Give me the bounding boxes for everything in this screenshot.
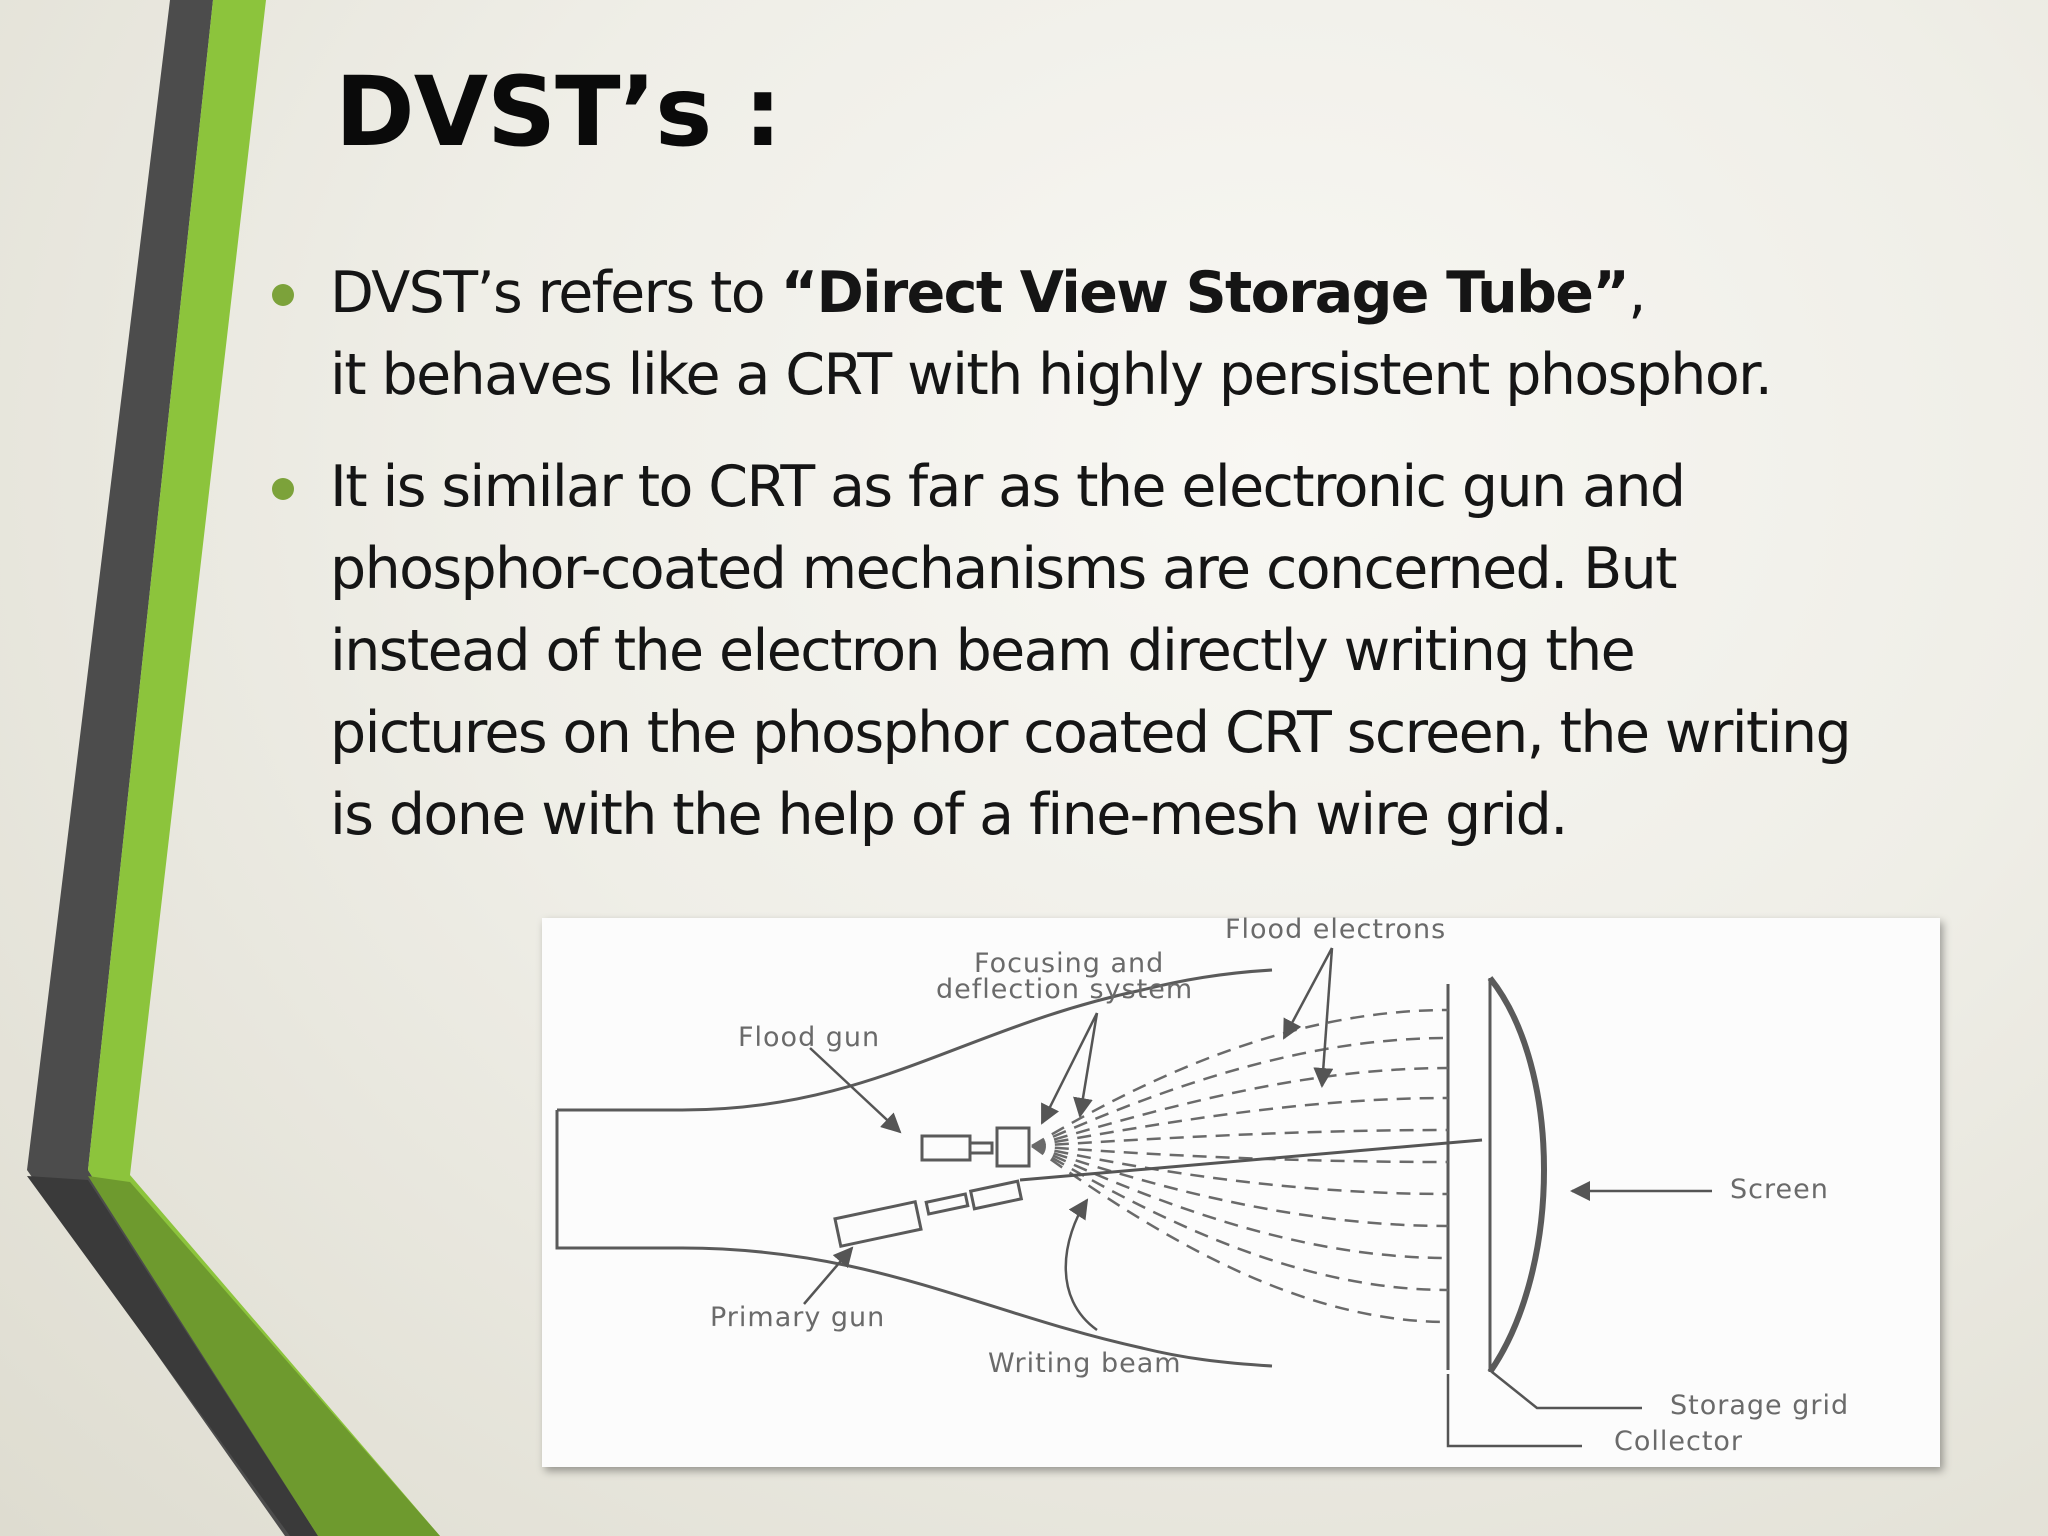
label-collector: Collector xyxy=(1614,1426,1744,1457)
leader-arrow xyxy=(1064,1198,1098,1332)
label-primary-gun: Primary gun xyxy=(710,1302,886,1333)
dark-stripe xyxy=(27,0,318,1536)
flood-electron-path xyxy=(1031,1144,1449,1292)
flood-electron-path xyxy=(1031,1066,1449,1148)
bullet-item: It is similar to CRT as far as the elect… xyxy=(272,446,1970,856)
screen-curve xyxy=(1487,976,1547,1374)
lower-dark-band xyxy=(27,1176,318,1536)
primary-gun-shape xyxy=(924,1192,970,1216)
bullet-line: pictures on the phosphor coated CRT scre… xyxy=(330,700,1852,766)
leader-arrow xyxy=(1313,947,1334,1088)
bullet-dot-icon xyxy=(272,284,294,306)
writing-beam-line xyxy=(1019,1138,1483,1182)
flood-gun-shape xyxy=(995,1126,1031,1168)
label-focusing-line2: deflection system xyxy=(936,974,1194,1005)
label-flood-gun: Flood gun xyxy=(738,1022,881,1053)
slide-title: DVST’s : xyxy=(335,56,782,168)
bullet-dot-icon xyxy=(272,478,294,500)
leader-arrow xyxy=(809,1047,902,1134)
bullet-line: phosphor-coated mechanisms are concerned… xyxy=(330,536,1678,602)
tube-body-outline xyxy=(681,968,1273,1112)
leader-arrow xyxy=(1040,1012,1099,1125)
green-stripe xyxy=(88,0,440,1536)
flood-gun-shape xyxy=(920,1134,972,1162)
label-focusing-line1: Focusing and xyxy=(974,948,1165,979)
leader-arrow xyxy=(1073,1012,1099,1118)
bullet-item: DVST’s refers to “Direct View Storage Tu… xyxy=(272,252,1970,416)
flood-electron-path xyxy=(1031,1128,1449,1148)
bullet-list: DVST’s refers to “Direct View Storage Tu… xyxy=(272,252,1970,886)
label-screen: Screen xyxy=(1730,1174,1829,1205)
flood-electron-path xyxy=(1031,1096,1449,1148)
flood-electron-path xyxy=(1031,1144,1449,1196)
dvst-diagram: Flood electrons Focusing and deflection … xyxy=(542,914,1940,1467)
primary-gun-shape xyxy=(833,1200,923,1248)
bullet-line: it behaves like a CRT with highly persis… xyxy=(330,342,1773,408)
tube-neck-outline xyxy=(555,1108,682,1250)
flood-gun-shape xyxy=(968,1141,994,1155)
primary-gun-shape xyxy=(968,1179,1024,1211)
label-writing-beam: Writing beam xyxy=(988,1348,1182,1379)
tube-body-outline xyxy=(681,1246,1273,1368)
flood-electron-path xyxy=(1031,1036,1449,1148)
leader-line xyxy=(1446,1374,1582,1448)
leader-arrow xyxy=(1282,947,1334,1040)
leader-line xyxy=(1491,1371,1642,1410)
lower-green-band xyxy=(88,1176,440,1536)
bullet-line: is done with the help of a fine-mesh wir… xyxy=(330,782,1568,848)
dvst-diagram-drawing xyxy=(555,947,1712,1448)
bullet-line: DVST’s refers to “Direct View Storage Tu… xyxy=(330,252,1970,334)
bullet-text: , xyxy=(1628,260,1646,326)
bullet-line: instead of the electron beam directly wr… xyxy=(330,618,1636,684)
label-storage-grid: Storage grid xyxy=(1670,1390,1850,1421)
bullet-line: It is similar to CRT as far as the elect… xyxy=(330,454,1686,520)
bullet-bold-term: “Direct View Storage Tube” xyxy=(780,260,1630,326)
flood-electron-path xyxy=(1031,1144,1449,1228)
leader-arrow xyxy=(803,1246,854,1305)
flood-electron-path xyxy=(1031,1144,1449,1164)
label-flood-electrons: Flood electrons xyxy=(1225,914,1447,945)
bullet-text: DVST’s refers to xyxy=(330,260,781,326)
flood-electron-path xyxy=(1031,1144,1449,1324)
flood-electron-path xyxy=(1031,1144,1449,1260)
